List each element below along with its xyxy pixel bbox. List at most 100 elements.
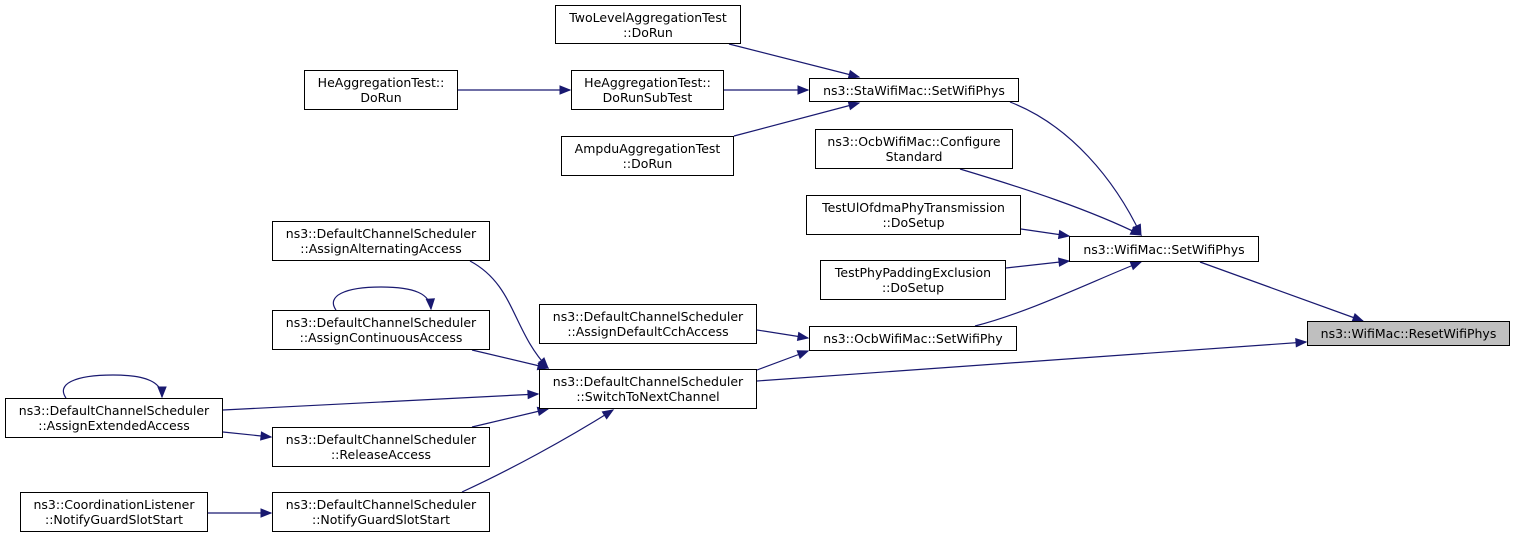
node-label-line-1: ns3::WifiMac::SetWifiPhys: [1083, 241, 1245, 257]
node-label-line-2: DoRun: [360, 90, 402, 105]
node-label-line-1: ns3::OcbWifiMac::Configure: [827, 134, 1001, 149]
node-twolevelaggregationtest-dorun[interactable]: TwoLevelAggregationTest ::DoRun: [555, 5, 741, 44]
edge-line: [332, 286, 432, 311]
edge-arrowhead: [1058, 257, 1071, 267]
node-label-line-2: Standard: [885, 149, 943, 164]
edge-line: [469, 260, 549, 369]
node-label-line-2: ::DoRun: [623, 24, 673, 40]
node-label-line-2: ::DoSetup: [881, 280, 945, 295]
node-heaggregationtest-dorunsubtest[interactable]: HeAggregationTest:: DoRunSubTest: [571, 70, 724, 110]
node-label-line-1: ns3::WifiMac::ResetWifiPhys: [1320, 326, 1497, 341]
edge-switch-next-to-reset: [756, 338, 1308, 382]
node-ocbwifimac-setwifiphy[interactable]: ns3::OcbWifiMac::SetWifiPhy: [809, 326, 1017, 351]
edge-ocb-setphy-to-wifimac-setphys: [974, 261, 1143, 327]
node-label-line-2: ::NotifyGuardSlotStart: [312, 512, 450, 527]
node-ampduaggregationtest-dorun[interactable]: AmpduAggregationTest ::DoRun: [561, 136, 734, 176]
edge-arrowhead: [260, 431, 273, 441]
node-label-line-1: ns3::OcbWifiMac::SetWifiPhy: [823, 331, 1003, 346]
node-label-line-1: ns3::DefaultChannelScheduler: [18, 403, 210, 418]
edge-phy-padding-to-wifimac-setphys: [1005, 257, 1071, 269]
node-label-line-1: ns3::DefaultChannelScheduler: [285, 315, 477, 330]
edge-sta-setphys-to-wifimac-setphys: [1009, 101, 1142, 237]
node-label-line-1: ns3::StaWifiMac::SetWifiPhys: [823, 82, 1005, 98]
edge-assign-ext-to-switch-next: [222, 389, 540, 411]
node-label-line-1: ns3::DefaultChannelScheduler: [552, 309, 744, 324]
edge-assign-cont-to-assign-cont: [332, 286, 436, 311]
edge-arrowhead: [536, 360, 550, 371]
edge-arrowhead: [847, 69, 861, 80]
edge-assign-ext-to-assign-ext: [62, 374, 167, 399]
node-coordinationlistener-notifyguardslotstart[interactable]: ns3::CoordinationListener ::NotifyGuardS…: [20, 492, 208, 532]
edge-two-level-to-sta-setphys: [728, 43, 861, 80]
node-ocbwifimac-configurestandard[interactable]: ns3::OcbWifiMac::Configure Standard: [815, 129, 1013, 169]
node-defaultchannelscheduler-switchtonextchannel[interactable]: ns3::DefaultChannelScheduler ::SwitchToN…: [539, 369, 757, 409]
edge-arrowhead: [559, 85, 572, 95]
edge-line: [62, 374, 163, 399]
edge-arrowhead: [1295, 338, 1308, 348]
edge-ocb-config-to-wifimac-setphys: [959, 168, 1143, 236]
node-defaultchannelscheduler-assignextendedaccess[interactable]: ns3::DefaultChannelScheduler ::AssignExt…: [5, 398, 223, 438]
node-stawifimac-setwifiphys[interactable]: ns3::StaWifiMac::SetWifiPhys: [809, 78, 1019, 102]
node-heaggregationtest-dorun[interactable]: HeAggregationTest:: DoRun: [304, 70, 458, 110]
edge-coord-to-notify-guard: [208, 508, 273, 518]
node-label-line-2: ::ReleaseAccess: [330, 447, 432, 462]
node-defaultchannelscheduler-assigndefaultcchaccess[interactable]: ns3::DefaultChannelScheduler ::AssignDef…: [539, 304, 757, 344]
edge-arrowhead: [796, 350, 810, 360]
node-label-line-1: ns3::DefaultChannelScheduler: [285, 226, 477, 241]
edge-arrowhead: [1129, 226, 1143, 236]
edge-wifimac-setphys-to-reset: [1199, 261, 1365, 322]
edge-line: [222, 393, 539, 411]
node-label-line-2: ::AssignContinuousAccess: [299, 330, 463, 345]
edge-line: [728, 43, 860, 78]
node-label-line-1: TwoLevelAggregationTest: [569, 9, 727, 25]
edge-line: [1005, 260, 1070, 269]
node-label-line-2: ::DoRun: [622, 156, 673, 171]
node-label-line-1: TestUlOfdmaPhyTransmission: [822, 200, 1005, 215]
node-label-line-1: AmpduAggregationTest: [574, 141, 721, 156]
node-testphypaddingexclusion-dosetup[interactable]: TestPhyPaddingExclusion ::DoSetup: [820, 260, 1006, 300]
node-label-line-1: TestPhyPaddingExclusion: [834, 265, 992, 280]
edge-line: [1199, 261, 1364, 322]
node-label-line-2: ::NotifyGuardSlotStart: [45, 512, 183, 527]
node-label-line-1: HeAggregationTest::: [584, 75, 711, 90]
edge-assign-ext-to-release: [222, 431, 273, 441]
edge-assign-default-to-ocb-setphy: [756, 329, 810, 342]
node-label-line-2: ::SwitchToNextChannel: [576, 389, 720, 404]
node-label-line-2: ::AssignAlternatingAccess: [300, 241, 462, 256]
node-defaultchannelscheduler-assignalternatingaccess[interactable]: ns3::DefaultChannelScheduler ::AssignAlt…: [272, 221, 490, 261]
edge-arrowhead: [1129, 261, 1143, 271]
node-defaultchannelscheduler-notifyguardslotstart[interactable]: ns3::DefaultChannelScheduler ::NotifyGua…: [272, 492, 490, 532]
edge-ampdu-to-sta-setphys: [733, 101, 861, 137]
edge-assign-cont-to-switch-next: [471, 349, 550, 371]
node-defaultchannelscheduler-releaseaccess[interactable]: ns3::DefaultChannelScheduler ::ReleaseAc…: [272, 427, 490, 467]
edge-line: [1009, 101, 1142, 236]
edge-arrowhead: [527, 389, 540, 400]
node-label-line-1: HeAggregationTest::: [317, 75, 445, 90]
edge-arrowhead: [796, 331, 810, 342]
node-testulofdmaphytransmission-dosetup[interactable]: TestUlOfdmaPhyTransmission ::DoSetup: [806, 195, 1021, 235]
edge-arrowhead: [1057, 229, 1071, 240]
node-label-line-2: ::DoSetup: [882, 215, 945, 230]
edge-arrowhead: [425, 298, 436, 311]
edge-line: [756, 341, 1307, 382]
node-label-line-1: ns3::DefaultChannelScheduler: [285, 432, 477, 447]
node-label-line-1: ns3::DefaultChannelScheduler: [285, 497, 477, 512]
node-label-line-1: ns3::DefaultChannelScheduler: [552, 374, 744, 389]
edge-arrowhead: [797, 85, 810, 95]
node-label-line-2: ::AssignDefaultCchAccess: [567, 324, 729, 339]
node-wifimac-resetwifiphys: ns3::WifiMac::ResetWifiPhys: [1307, 321, 1510, 346]
edge-notify-guard-to-switch-next: [461, 409, 615, 493]
node-defaultchannelscheduler-assigncontinuousaccess[interactable]: ns3::DefaultChannelScheduler ::AssignCon…: [272, 310, 490, 350]
edge-arrowhead: [157, 386, 167, 399]
edge-line: [974, 261, 1142, 327]
node-wifimac-setwifiphys[interactable]: ns3::WifiMac::SetWifiPhys: [1069, 236, 1259, 262]
edge-line: [471, 408, 549, 428]
edge-arrowhead: [260, 508, 273, 518]
edge-arrowhead: [847, 101, 861, 111]
edge-arrowhead: [601, 409, 615, 420]
node-label-line-2: ::AssignExtendedAccess: [38, 418, 190, 433]
node-label-line-2: DoRunSubTest: [602, 90, 693, 105]
edge-switch-next-to-ocb-setphy: [756, 350, 810, 371]
